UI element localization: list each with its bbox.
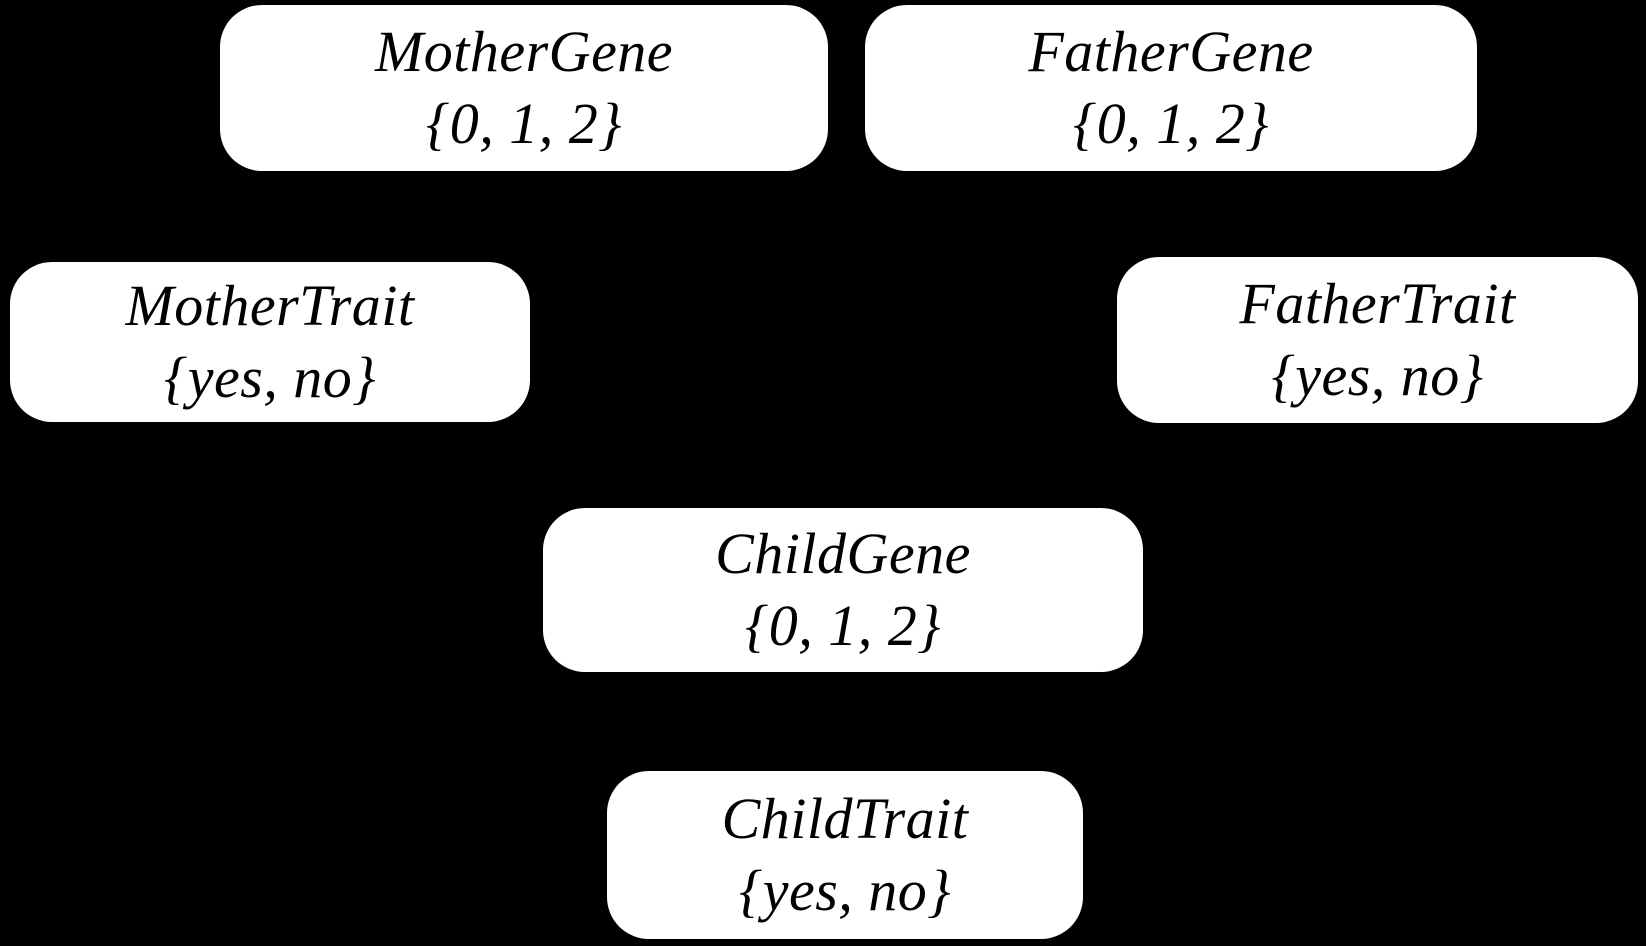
node-father-gene-domain: {0, 1, 2} xyxy=(1073,91,1269,156)
node-child-gene[interactable]: ChildGene {0, 1, 2} xyxy=(543,508,1143,672)
node-father-gene[interactable]: FatherGene {0, 1, 2} xyxy=(865,5,1477,171)
node-mother-trait-label: MotherTrait xyxy=(125,273,415,338)
node-child-trait-label: ChildTrait xyxy=(721,786,969,851)
node-mother-trait[interactable]: MotherTrait {yes, no} xyxy=(10,262,530,422)
node-mother-gene-label: MotherGene xyxy=(374,19,674,84)
node-child-gene-domain: {0, 1, 2} xyxy=(745,593,941,658)
node-father-trait-label: FatherTrait xyxy=(1239,271,1516,336)
node-father-trait-domain: {yes, no} xyxy=(1271,343,1484,408)
node-child-trait[interactable]: ChildTrait {yes, no} xyxy=(607,771,1083,939)
node-mother-trait-domain: {yes, no} xyxy=(164,345,376,410)
node-child-gene-label: ChildGene xyxy=(715,521,971,586)
node-father-trait[interactable]: FatherTrait {yes, no} xyxy=(1117,257,1638,423)
node-mother-gene-domain: {0, 1, 2} xyxy=(426,91,622,156)
node-mother-gene[interactable]: MotherGene {0, 1, 2} xyxy=(220,5,828,171)
node-father-gene-label: FatherGene xyxy=(1028,19,1314,84)
node-child-trait-domain: {yes, no} xyxy=(739,858,951,923)
